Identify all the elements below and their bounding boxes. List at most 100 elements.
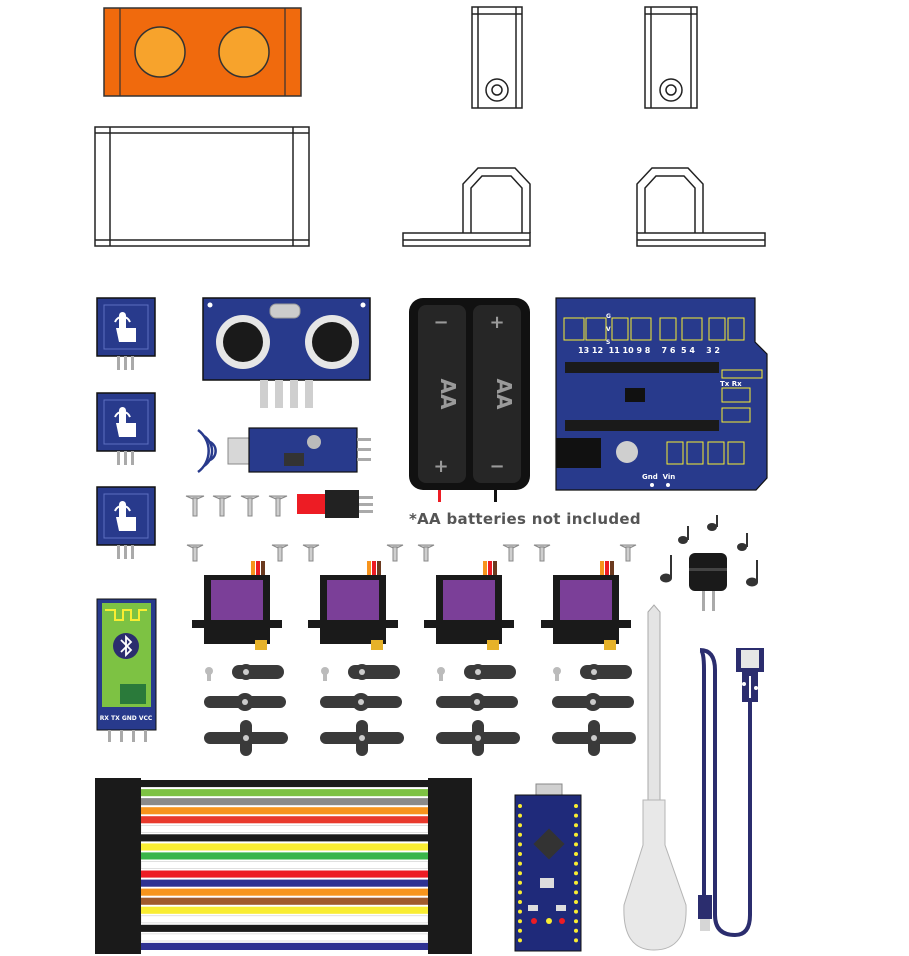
jumper-wire [141, 789, 428, 797]
nano-pin [518, 909, 522, 914]
servo-motor-4 [541, 561, 631, 650]
nano-pin [518, 823, 522, 828]
touch-sensor-1 [96, 297, 156, 370]
jumper-wire-bundle [95, 778, 472, 954]
power-switch [297, 490, 373, 518]
nano-pin [574, 871, 578, 876]
nano-pin [574, 832, 578, 837]
touch-sensor-3 [96, 486, 156, 559]
body-panel-outline [94, 126, 310, 247]
bluetooth-pin-labels: RX TX GND VCC [100, 715, 153, 722]
jumper-wire [141, 780, 428, 788]
sensor-shield-board: G V S 13 12 11 10 9 8 7 6 5 4 3 2 Tx Rx … [555, 297, 768, 491]
foot-bracket-right [636, 167, 766, 247]
touch-icon [114, 501, 136, 531]
jumper-wire [141, 879, 428, 887]
nano-pin [574, 938, 578, 943]
nano-pin [518, 842, 522, 847]
shield-gvs-s: S [606, 339, 610, 346]
nano-pin [518, 871, 522, 876]
nano-pin [574, 842, 578, 847]
shield-gvs-v: V [606, 326, 611, 333]
jumper-wire [140, 915, 429, 924]
battery-cell-label-right: AA [492, 379, 516, 410]
nano-pin [574, 813, 578, 818]
foot-bracket-left [402, 167, 531, 247]
shield-pin-labels: 13 12 11 10 9 8 7 6 5 4 3 2 [578, 346, 720, 355]
nano-pin [518, 938, 522, 943]
nano-pin [574, 928, 578, 933]
arduino-nano-board [514, 783, 582, 952]
nano-pin [574, 880, 578, 885]
battery-minus-left: − [433, 312, 448, 333]
nano-pin [518, 832, 522, 837]
nano-pin [574, 823, 578, 828]
nano-pin [518, 880, 522, 885]
jumper-wire [141, 852, 428, 860]
touch-icon [114, 407, 136, 437]
servo-horn-set-2 [320, 664, 404, 756]
servo-motor-1 [192, 561, 282, 650]
jumper-wire [141, 816, 428, 824]
bluetooth-module: RX TX GND VCC [96, 598, 157, 742]
servo-horn-set-3 [436, 664, 520, 756]
nano-pin [574, 804, 578, 808]
jumper-wire [141, 798, 428, 806]
ultrasonic-sensor [202, 297, 371, 408]
usb-cable [698, 648, 764, 938]
nano-pin [518, 852, 522, 856]
nano-pin [518, 890, 522, 895]
nano-pin [518, 813, 522, 818]
jumper-wire [141, 870, 428, 878]
jumper-wire [141, 924, 428, 932]
jumper-wire [141, 888, 428, 896]
jumper-wire [141, 834, 428, 842]
jumper-wire [140, 933, 429, 942]
shield-txrx-label: Tx Rx [720, 380, 742, 388]
screw-set-top [185, 495, 288, 517]
bluetooth-icon [120, 634, 133, 658]
jumper-wire [141, 906, 428, 914]
jumper-wire [141, 942, 428, 950]
jumper-wire-strands [140, 780, 429, 950]
jumper-wire [141, 843, 428, 851]
touch-icon [114, 312, 136, 342]
nano-pin [574, 890, 578, 895]
batteries-not-included-note: *AA batteries not included [409, 510, 641, 528]
nano-pin [518, 804, 522, 808]
battery-plus-left: + [433, 456, 448, 477]
battery-plus-right: + [489, 312, 504, 333]
ir-sensor-module [197, 427, 371, 474]
nano-pin-dots [518, 804, 578, 943]
nano-pin [574, 909, 578, 914]
nano-pin [574, 852, 578, 856]
jumper-wire [140, 861, 429, 869]
nano-pin [574, 861, 578, 866]
tall-bracket-right [644, 6, 698, 109]
nano-pin [518, 900, 522, 904]
nano-pin [518, 919, 522, 924]
servo-horn-set-1 [204, 664, 288, 756]
music-note-icon [660, 515, 758, 587]
servo-horn-set-4 [552, 664, 636, 756]
shield-gvs-g: G [606, 313, 611, 320]
battery-minus-right: − [489, 456, 504, 477]
orange-sensor-bracket [103, 7, 302, 97]
tall-bracket-left [471, 6, 523, 109]
nano-pin [574, 919, 578, 924]
nano-pin [518, 928, 522, 933]
jumper-wire [141, 807, 428, 815]
shield-gnd-vin-label: Gnd Vin [642, 473, 675, 481]
servo-motor-2 [308, 561, 398, 650]
nano-pin [518, 861, 522, 866]
jumper-wire [140, 824, 429, 833]
battery-cell-label-left: AA [436, 379, 460, 410]
buzzer [689, 553, 727, 611]
screwdriver [623, 604, 687, 951]
servo-motor-3 [424, 561, 514, 650]
touch-sensor-2 [96, 392, 156, 465]
nano-pin [574, 900, 578, 904]
screw-set-servo [186, 544, 637, 562]
sound-wave-icon [197, 428, 217, 474]
